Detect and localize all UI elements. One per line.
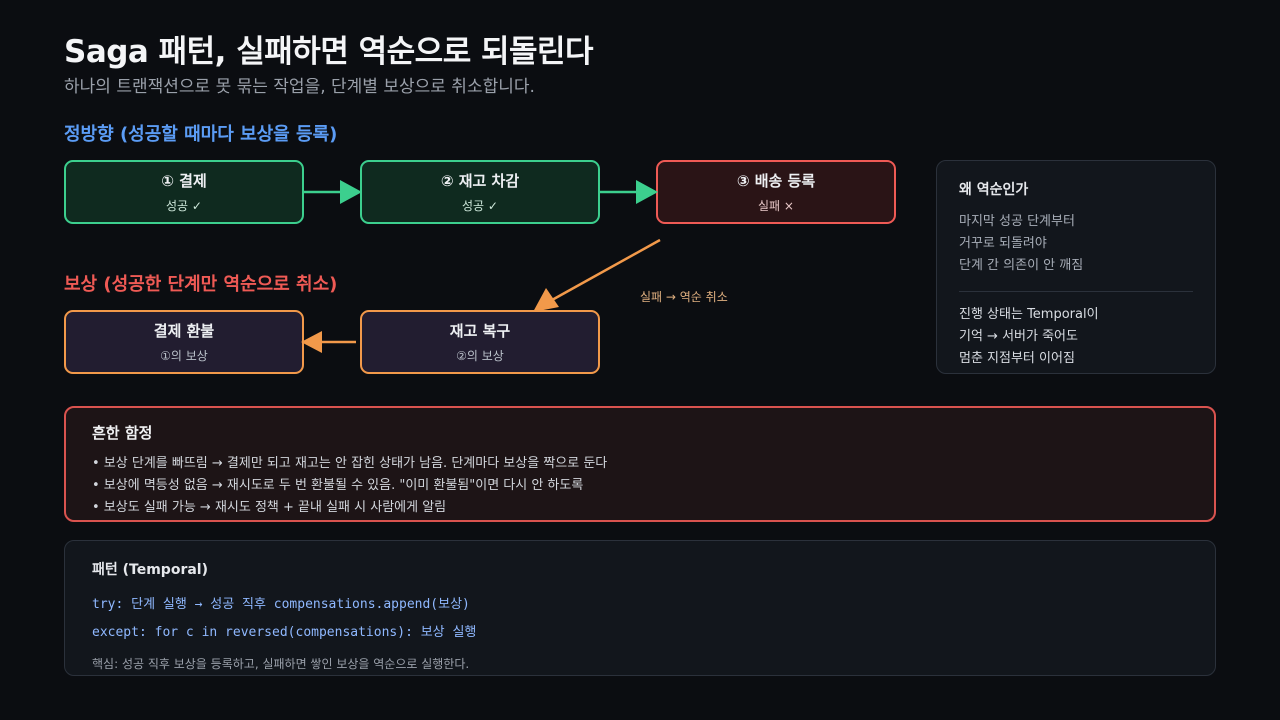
forward-section-label: 정방향 (성공할 때마다 보상을 등록) — [64, 124, 338, 145]
step-payment-name: ① 결제 — [161, 172, 207, 190]
page-title: Saga 패턴, 실패하면 역순으로 되돌린다 — [64, 34, 594, 70]
comp-restock: 재고 복구 ②의 보상 — [360, 310, 600, 374]
comp-refund-name: 결제 환불 — [153, 322, 215, 340]
pitfalls-panel: 흔한 함정 • 보상 단계를 빠뜨림 → 결제만 되고 재고는 안 잡힌 상태가… — [64, 406, 1216, 522]
step-payment: ① 결제 성공 ✓ — [64, 160, 304, 224]
why-reverse-line: 단계 간 의존이 안 깨짐 — [959, 258, 1084, 273]
why-reverse-title: 왜 역순인가 — [959, 182, 1029, 198]
page-subtitle: 하나의 트랜잭션으로 못 묶는 작업을, 단계별 보상으로 취소합니다. — [64, 77, 535, 97]
comp-restock-name: 재고 복구 — [449, 322, 511, 340]
card-divider — [959, 291, 1193, 292]
pitfall-item: • 보상 단계를 빠뜨림 → 결제만 되고 재고는 안 잡힌 상태가 남음. 단… — [92, 456, 608, 471]
pattern-code-line: try: 단계 실행 → 성공 직후 compensations.append(… — [92, 597, 470, 612]
pattern-panel: 패턴 (Temporal) try: 단계 실행 → 성공 직후 compens… — [64, 540, 1216, 676]
temporal-line: 멈춘 지점부터 이어짐 — [959, 351, 1075, 366]
temporal-line: 기억 → 서버가 죽어도 — [959, 329, 1078, 344]
pattern-note: 핵심: 성공 직후 보상을 등록하고, 실패하면 쌓인 보상을 역순으로 실행한… — [92, 657, 470, 671]
comp-restock-note: ②의 보상 — [456, 349, 504, 363]
step-shipping: ③ 배송 등록 실패 × — [656, 160, 896, 224]
step-shipping-name: ③ 배송 등록 — [736, 172, 816, 190]
reverse-arrow-label: 실패 → 역순 취소 — [640, 290, 728, 304]
pitfall-item: • 보상에 멱등성 없음 → 재시도로 두 번 환불될 수 있음. "이미 환불… — [92, 478, 584, 493]
compensation-section-label: 보상 (성공한 단계만 역순으로 취소) — [64, 274, 338, 295]
arrow-inventory-to-shipping — [600, 180, 658, 204]
step-inventory-status: 성공 ✓ — [462, 199, 498, 213]
pitfalls-title: 흔한 함정 — [92, 424, 153, 442]
pitfall-item: • 보상도 실패 가능 → 재시도 정책 + 끝내 실패 시 사람에게 알림 — [92, 500, 447, 515]
step-payment-status: 성공 ✓ — [166, 199, 202, 213]
pattern-code-line: except: for c in reversed(compensations)… — [92, 625, 477, 640]
comp-refund-note: ①의 보상 — [160, 349, 208, 363]
arrow-payment-to-inventory — [304, 180, 362, 204]
pattern-title: 패턴 (Temporal) — [92, 562, 208, 578]
why-reverse-card: 왜 역순인가 마지막 성공 단계부터 거꾸로 되돌려야 단계 간 의존이 안 깨… — [936, 160, 1216, 374]
temporal-line: 진행 상태는 Temporal이 — [959, 307, 1099, 322]
why-reverse-line: 마지막 성공 단계부터 — [959, 214, 1075, 229]
why-reverse-line: 거꾸로 되돌려야 — [959, 236, 1047, 251]
step-shipping-status: 실패 × — [758, 199, 794, 213]
comp-refund: 결제 환불 ①의 보상 — [64, 310, 304, 374]
step-inventory-name: ② 재고 차감 — [440, 172, 520, 190]
step-inventory: ② 재고 차감 성공 ✓ — [360, 160, 600, 224]
arrow-restock-to-refund — [301, 331, 356, 353]
